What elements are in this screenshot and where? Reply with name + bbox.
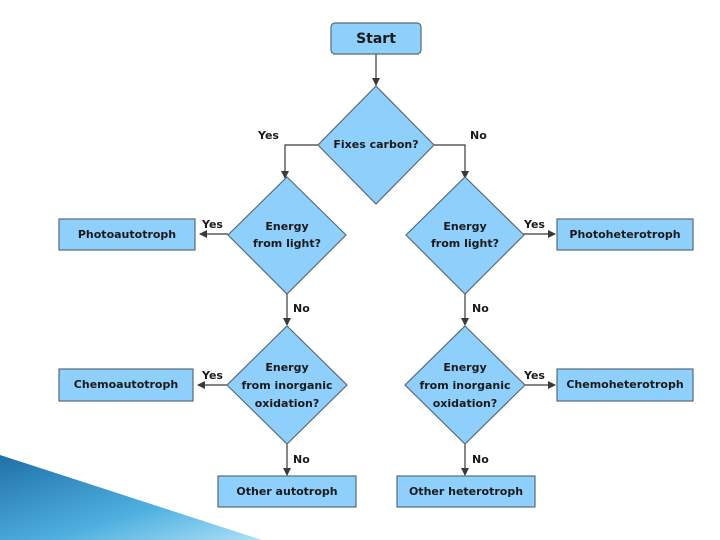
edge-no-fixes-carbon: No: [470, 129, 487, 142]
energy-light-right-decision: Energy from light?: [405, 176, 525, 295]
connectors: [197, 54, 556, 476]
energy-light-left-line1: Energy: [265, 220, 308, 233]
edge-no-light-right: No: [472, 302, 489, 315]
edge-yes-light-right: Yes: [523, 218, 545, 231]
chemoautotroph-node: Chemoautotroph: [58, 368, 194, 402]
energy-inorganic-left-line2: from inorganic: [241, 379, 332, 392]
photoautotroph-node: Photoautotroph: [58, 218, 196, 251]
edge-yes-light-left: Yes: [201, 218, 223, 231]
edge-no-inorg-left: No: [293, 453, 310, 466]
other-heterotroph-label: Other heterotroph: [409, 485, 523, 498]
chemoheterotroph-label: Chemoheterotroph: [566, 378, 683, 391]
other-heterotroph-node: Other heterotroph: [396, 475, 536, 508]
edge-no-inorg-right: No: [472, 453, 489, 466]
energy-inorganic-left-line1: Energy: [265, 361, 308, 374]
energy-inorganic-right-line2: from inorganic: [419, 379, 510, 392]
edge-yes-inorg-right: Yes: [523, 369, 545, 382]
chemoheterotroph-node: Chemoheterotroph: [556, 368, 694, 402]
edge-labels: Yes No Yes Yes No No Yes Yes No No: [201, 129, 545, 466]
energy-light-right-line1: Energy: [443, 220, 486, 233]
other-autotroph-node: Other autotroph: [217, 475, 357, 508]
photoheterotroph-label: Photoheterotroph: [569, 228, 680, 241]
energy-light-right-line2: from light?: [431, 237, 499, 250]
start-node: Start: [330, 22, 422, 55]
fixes-carbon-label: Fixes carbon?: [333, 138, 418, 151]
energy-inorganic-left-line3: oxidation?: [255, 397, 320, 410]
energy-light-left-decision: Energy from light?: [227, 176, 347, 295]
edge-no-light-left: No: [293, 302, 310, 315]
energy-light-left-line2: from light?: [253, 237, 321, 250]
fixes-carbon-decision: Fixes carbon?: [317, 85, 435, 205]
corner-decoration-shape: [0, 455, 262, 540]
edge-yes-inorg-left: Yes: [201, 369, 223, 382]
other-autotroph-label: Other autotroph: [236, 485, 337, 498]
chemoautotroph-label: Chemoautotroph: [74, 378, 178, 391]
energy-inorganic-right-line1: Energy: [443, 361, 486, 374]
start-label: Start: [356, 31, 396, 47]
photoheterotroph-node: Photoheterotroph: [556, 218, 694, 251]
photoautotroph-label: Photoautotroph: [78, 228, 176, 241]
edge-yes-fixes-carbon: Yes: [257, 129, 279, 142]
energy-inorganic-right-line3: oxidation?: [433, 397, 498, 410]
energy-inorganic-right-decision: Energy from inorganic oxidation?: [404, 325, 526, 445]
energy-inorganic-left-decision: Energy from inorganic oxidation?: [226, 325, 348, 445]
